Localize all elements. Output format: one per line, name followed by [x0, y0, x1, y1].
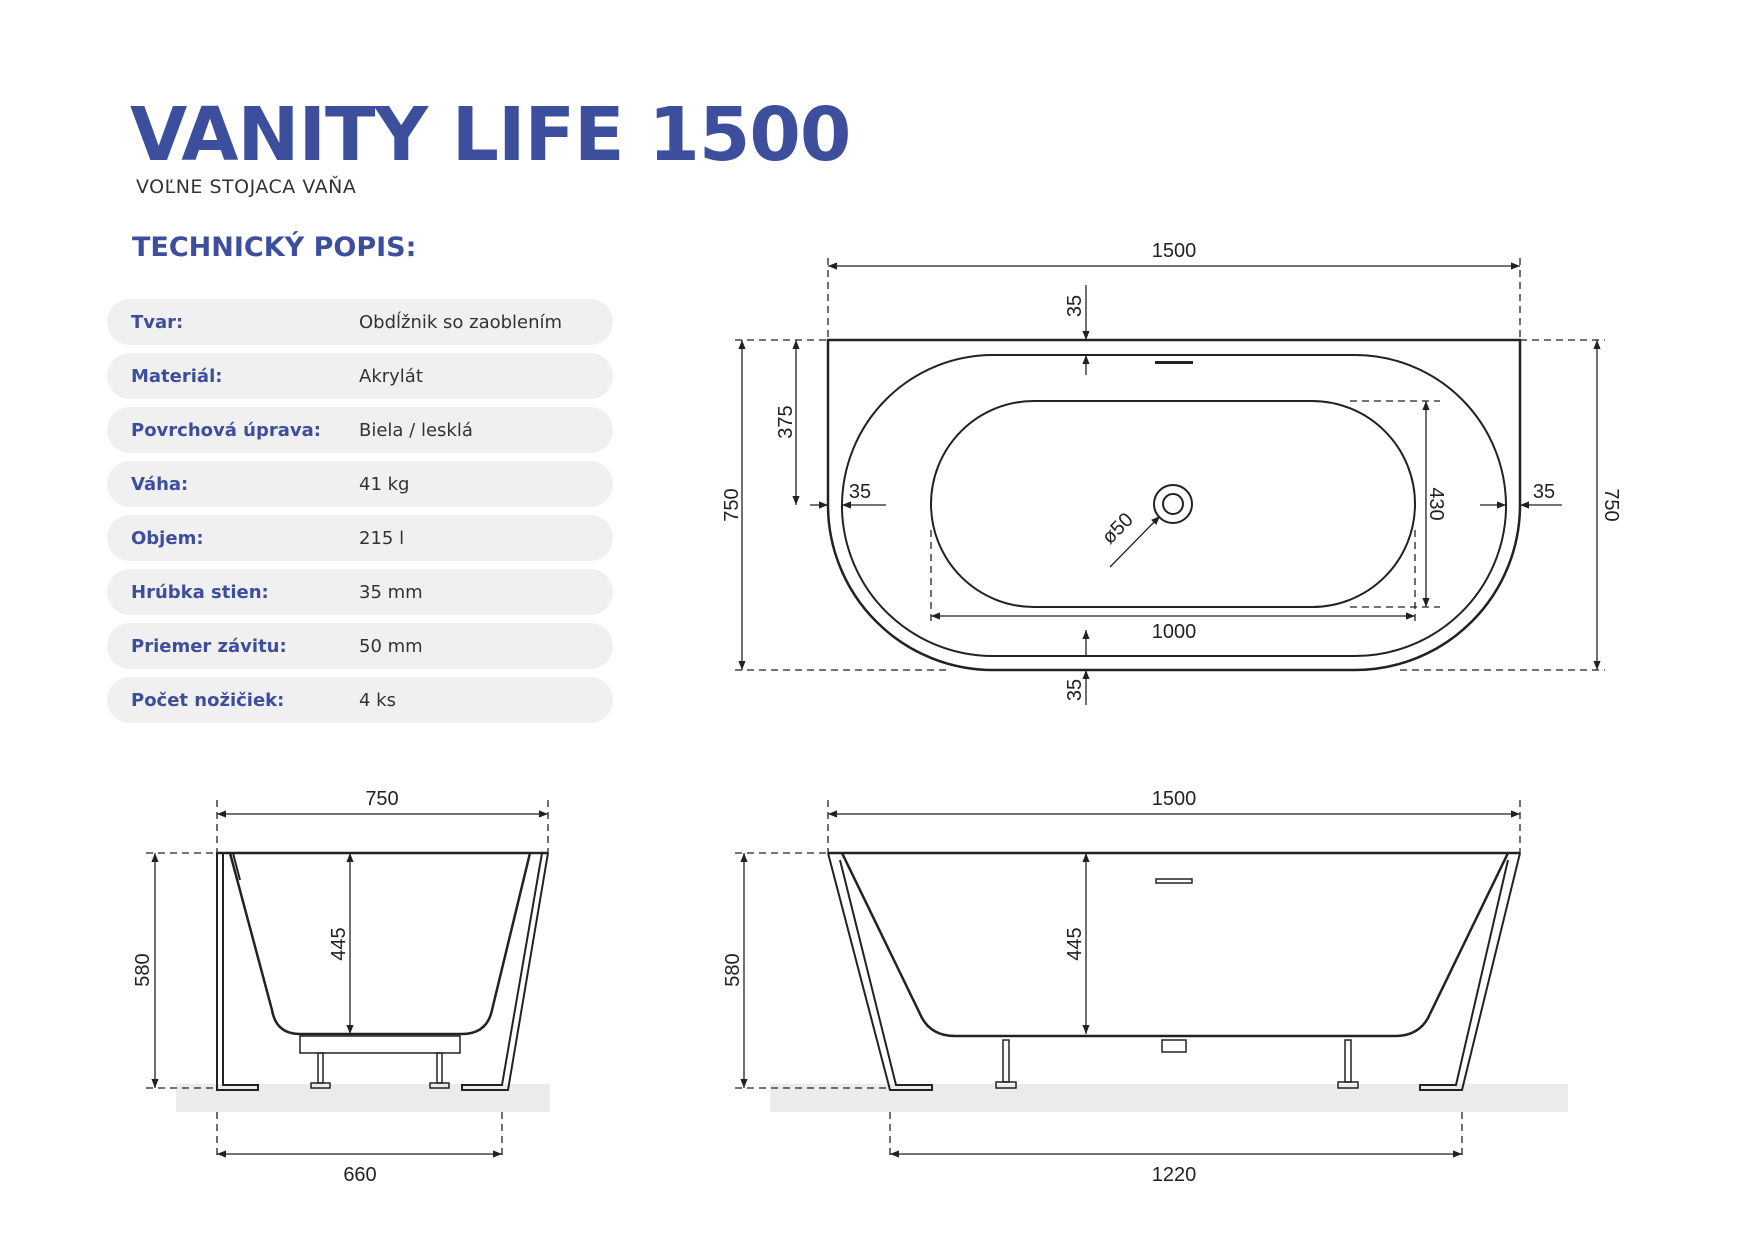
spec-label: Priemer závitu: [131, 635, 287, 657]
spec-value: Akrylát [359, 365, 423, 387]
front-foot-right-stem [1344, 1039, 1352, 1083]
dim-drain-diameter: ø50 [1098, 509, 1138, 549]
dim-top-length: 1500 [1152, 240, 1197, 262]
floor-side [176, 1084, 550, 1112]
specs-heading: TECHNICKÝ POPIS: [132, 232, 417, 263]
spec-row-volume: Objem: 215 l [107, 515, 613, 561]
dim-front-depth: 445 [1064, 927, 1086, 960]
side-view [146, 800, 549, 1160]
dim-front-top-length: 1500 [1152, 788, 1197, 810]
spec-value: 50 mm [359, 635, 423, 657]
dim-side-height: 580 [132, 953, 154, 986]
product-title: VANITY LIFE 1500 [130, 92, 851, 178]
side-foot-right-base [429, 1082, 450, 1089]
drain-inner [1162, 493, 1184, 515]
dim-side-base-width: 660 [343, 1164, 376, 1186]
front-inner-shell [840, 852, 1510, 1038]
tub-basin [930, 400, 1416, 608]
front-left-leg [827, 852, 933, 1091]
spec-value: 41 kg [359, 473, 410, 495]
dim-front-height: 580 [722, 953, 744, 986]
spec-label: Hrúbka stien: [131, 581, 269, 603]
dim-side-top-width: 750 [365, 788, 398, 810]
spec-label: Tvar: [131, 311, 184, 333]
dim-inner-length: 1000 [1152, 621, 1197, 643]
front-foot-left-base [995, 1081, 1017, 1089]
dim-total-width: 750 [721, 488, 743, 521]
front-dimension-lines [740, 810, 1520, 1158]
front-foot-left-stem [1002, 1039, 1010, 1083]
drain-outer [1153, 484, 1193, 524]
front-overflow [1155, 878, 1193, 884]
top-view-labels: 1500 1000 750 750 375 430 35 35 35 35 ø5… [721, 240, 1622, 701]
overflow-slot [1155, 361, 1193, 364]
side-base-plate [299, 1035, 461, 1054]
dim-wall-top: 35 [1064, 295, 1086, 317]
spec-row-weight: Váha: 41 kg [107, 461, 613, 507]
side-foot-left-stem [317, 1052, 324, 1084]
side-view-labels: 750 660 580 445 [132, 788, 399, 1186]
spec-label: Počet nožičiek: [131, 689, 285, 711]
spec-label: Materiál: [131, 365, 223, 387]
spec-value: Obdĺžnik so zaoblením [359, 311, 563, 333]
dim-inner-half-width: 375 [775, 405, 797, 438]
side-inner-shell [228, 852, 532, 1036]
extension-lines [735, 258, 1605, 671]
tub-outer-outline [826, 338, 1522, 672]
spec-row-feet-count: Počet nožičiek: 4 ks [107, 677, 613, 723]
spec-label: Váha: [131, 473, 189, 495]
spec-label: Povrchová úprava: [131, 419, 321, 441]
side-foot-right-stem [436, 1052, 443, 1084]
front-view-labels: 1500 1220 580 445 [722, 788, 1196, 1186]
front-view [735, 800, 1521, 1160]
spec-label: Objem: [131, 527, 204, 549]
spec-value: 4 ks [359, 689, 396, 711]
front-foot-right-base [1337, 1081, 1359, 1089]
product-subtitle: VOĽNE STOJACA VAŇA [136, 176, 357, 198]
dimension-lines [738, 262, 1601, 705]
front-right-leg [1419, 852, 1521, 1091]
spec-row-shape: Tvar: Obdĺžnik so zaoblením [107, 299, 613, 345]
spec-table: Tvar: Obdĺžnik so zaoblením Materiál: Ak… [107, 299, 613, 731]
dim-wall-right: 35 [1533, 481, 1555, 503]
dim-wall-bottom: 35 [1064, 679, 1086, 701]
front-drain [1161, 1039, 1187, 1053]
dim-total-width-right: 750 [1600, 488, 1622, 521]
spec-row-material: Materiál: Akrylát [107, 353, 613, 399]
side-left-wall-outer [216, 852, 259, 1091]
spec-row-finish: Povrchová úprava: Biela / lesklá [107, 407, 613, 453]
spec-value: 35 mm [359, 581, 423, 603]
spec-row-thread-diameter: Priemer závitu: 50 mm [107, 623, 613, 669]
spec-value: Biela / lesklá [359, 419, 473, 441]
floor-front [770, 1084, 1568, 1112]
dim-inner-width: 430 [1425, 487, 1447, 520]
spec-value: 215 l [359, 527, 405, 549]
spec-row-wall-thickness: Hrúbka stien: 35 mm [107, 569, 613, 615]
dim-side-depth: 445 [328, 927, 350, 960]
top-view [735, 258, 1605, 705]
side-foot-left-base [310, 1082, 331, 1089]
side-dimension-lines [151, 810, 548, 1158]
dim-front-base-length: 1220 [1152, 1164, 1197, 1186]
dim-wall-left: 35 [849, 481, 871, 503]
side-right-wall [461, 852, 549, 1091]
